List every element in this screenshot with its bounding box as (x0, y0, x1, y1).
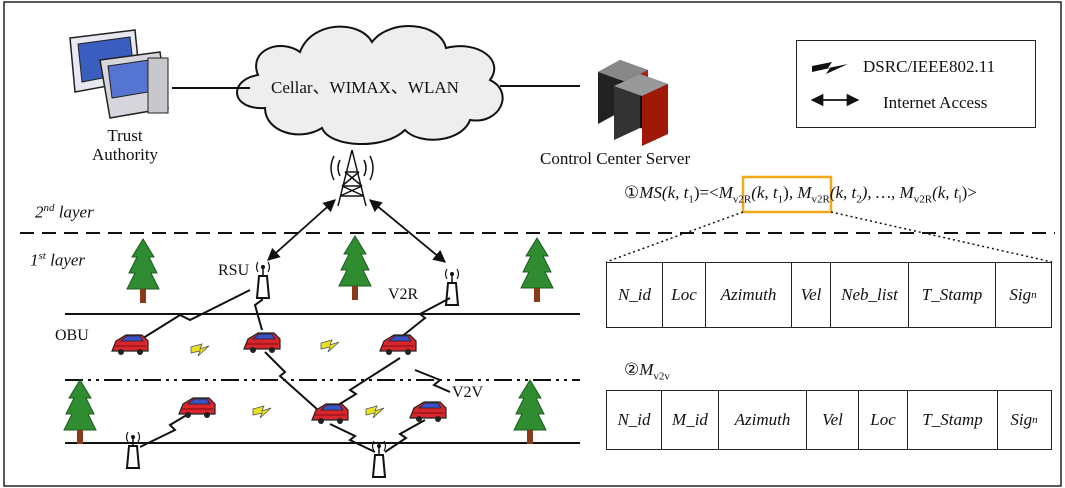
second-layer-label: 2nd layer (35, 202, 94, 222)
cloud-label: Cellar、WIMAX、WLAN (271, 78, 459, 97)
field-cell: T_Stamp (909, 263, 996, 327)
field-cell: Vel (807, 391, 859, 449)
vehicle-icon (178, 397, 216, 419)
trust-authority-line1: Trust (107, 126, 143, 145)
vehicle-icon (409, 401, 447, 423)
tree-icon (338, 235, 372, 301)
obu-label: OBU (55, 327, 89, 344)
trust-authority-label: Trust Authority (70, 126, 180, 164)
v2v-bolt-icon (320, 339, 340, 353)
network-cloud (236, 25, 504, 146)
v2r-message-fields: N_id Loc Azimuth Vel Neb_list T_Stamp Si… (606, 262, 1052, 328)
tree-icon (126, 238, 160, 304)
mv2v-formula: ②Mv2v (624, 360, 670, 383)
dsrc-legend-icon (812, 62, 848, 74)
server-label: Control Center Server (540, 149, 691, 168)
tower-rsu2-link (369, 199, 446, 263)
field-cell: Azimuth (706, 263, 792, 327)
legend-dsrc-label: DSRC/IEEE802.11 (863, 57, 996, 76)
expand-line-left (605, 211, 744, 263)
tree-icon (63, 379, 97, 445)
first-layer-label: 1st layer (30, 250, 86, 270)
ms-formula: ①MS(k, t1)=<Mv2R(k, t1), Mv2R(k, t2), …,… (624, 183, 977, 206)
vehicle-icon (243, 332, 281, 354)
rsu-icon (125, 431, 141, 469)
v2v-bolt-icon (252, 405, 272, 419)
field-cell: N_id (607, 391, 662, 449)
legend: DSRC/IEEE802.11 Internet Access (796, 40, 1036, 128)
field-cell: N_id (607, 263, 663, 327)
cell-tower-icon (330, 149, 374, 207)
tower-rsu1-link (267, 199, 336, 261)
rsu-label: RSU (218, 262, 250, 279)
vehicle-icon (379, 334, 417, 356)
v2v-bolt-icon (365, 405, 385, 419)
v2v-bolt-icon (190, 343, 210, 357)
field-cell: M_id (662, 391, 719, 449)
legend-internet-label: Internet Access (883, 93, 988, 112)
field-cell: Neb_list (831, 263, 909, 327)
trust-authority-line2: Authority (91, 144, 159, 164)
field-cell: Loc (663, 263, 706, 327)
field-cell: Loc (859, 391, 908, 449)
expand-line-right (830, 211, 1053, 263)
outer-frame (3, 1, 1062, 487)
rsu-icon (371, 440, 387, 478)
control-server-icon (598, 60, 668, 146)
field-cell: Vel (792, 263, 831, 327)
tree-icon (513, 379, 547, 445)
rsu-icon (255, 261, 271, 299)
highlight-box (741, 175, 833, 214)
field-cell: T_Stamp (908, 391, 998, 449)
vehicle-obu-icon (111, 334, 149, 356)
v2r-links (139, 289, 451, 453)
v2v-label: V2V (452, 384, 484, 401)
tree-icon (520, 237, 554, 303)
trust-authority-computer-icon (69, 29, 169, 119)
v2r-label: V2R (388, 286, 419, 303)
field-cell: Azimuth (719, 391, 807, 449)
vehicle-icon (311, 403, 349, 425)
